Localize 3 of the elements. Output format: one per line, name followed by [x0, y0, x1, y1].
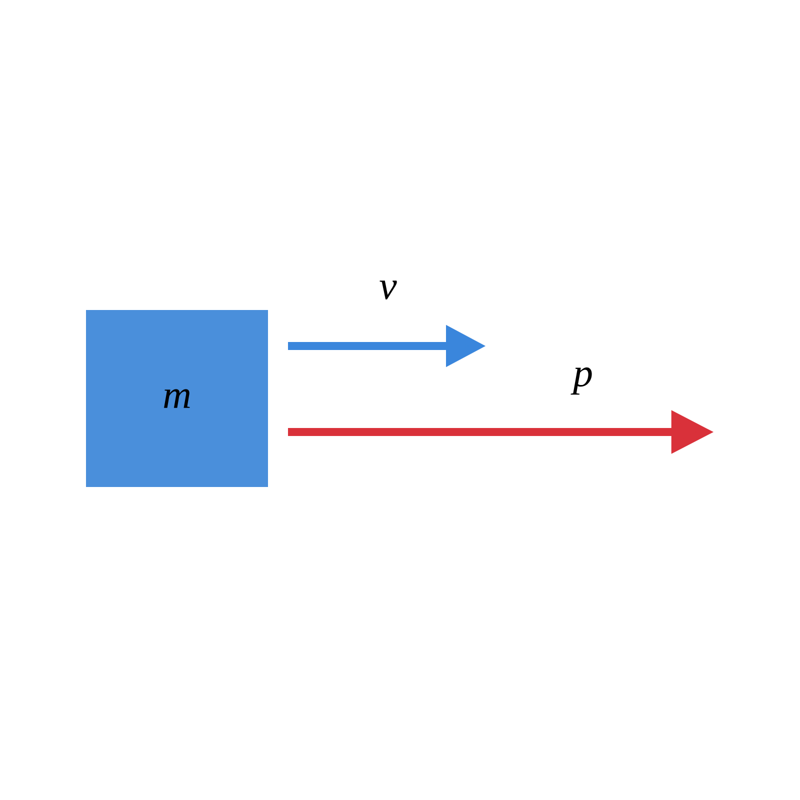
vector-label: p	[570, 367, 592, 395]
mass-block: m	[86, 310, 268, 487]
vector-label: v	[380, 280, 397, 300]
